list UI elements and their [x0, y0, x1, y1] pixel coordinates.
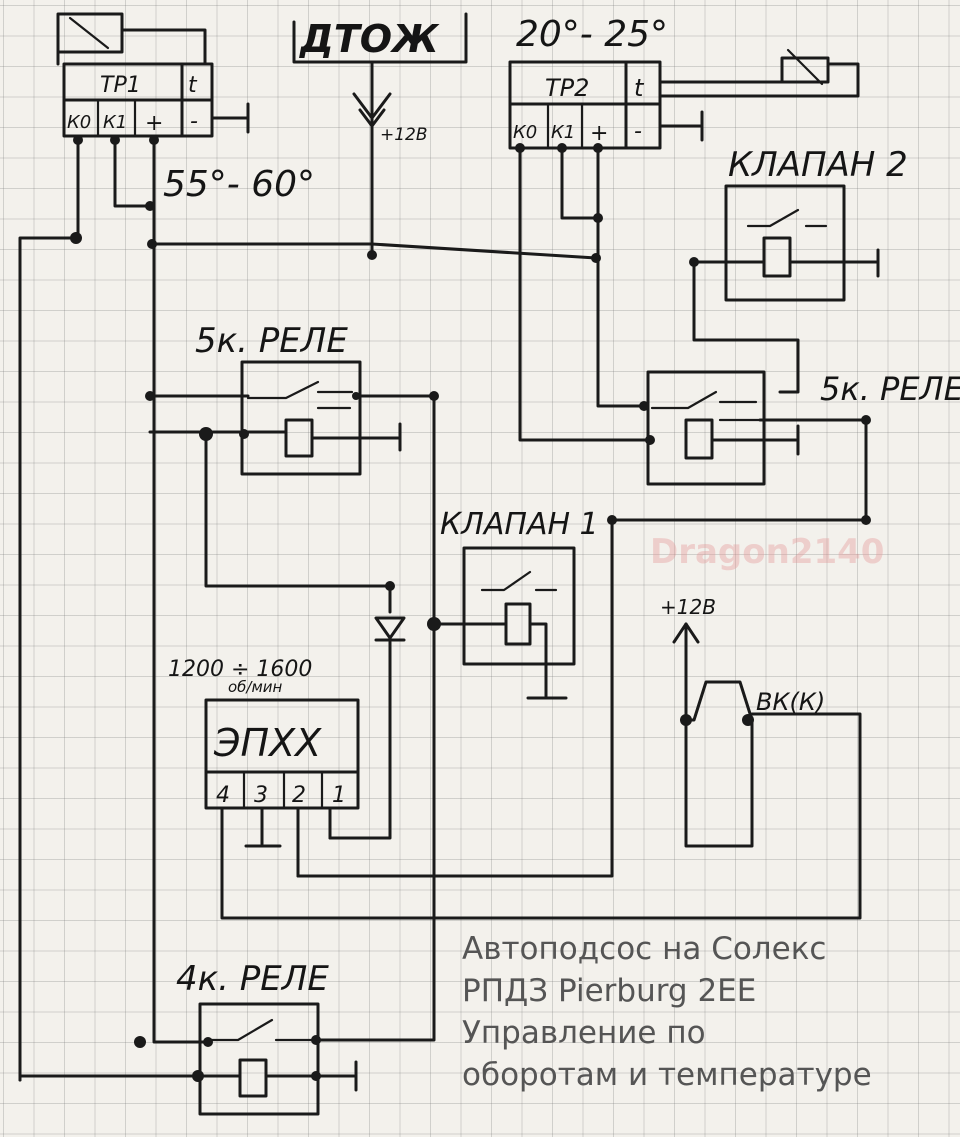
caption-line-4: оборотам и температуре	[462, 1057, 872, 1093]
vk-label: ВК(К)	[756, 688, 825, 716]
tr2-t-symbol: t	[634, 74, 645, 102]
tr1-ground	[210, 102, 250, 134]
wire-k0-left-bus	[18, 138, 80, 1082]
relay4-coil	[238, 1058, 268, 1098]
tr1-k1-label: К1	[103, 112, 127, 133]
dtozh-label: ДТОЖ	[299, 17, 440, 61]
thermo-relay-2: 20°- 25° ТР2 t К0 К1 + -	[508, 14, 860, 150]
ignition-switch-vk: +12В ВК(К)	[660, 595, 825, 848]
epxx-pin-4: 4	[216, 783, 230, 808]
valve2-label: КЛАПАН 2	[728, 145, 908, 185]
epxx-pin-1: 1	[332, 783, 346, 808]
tr1-minus-label: -	[190, 109, 198, 134]
valve-2: КЛАПАН 2	[692, 145, 908, 394]
tr2-k1-label: К1	[551, 122, 575, 143]
caption-line-1: Автоподсос на Солекс	[462, 931, 827, 967]
tr2-temperature-range: 20°- 25°	[516, 14, 668, 55]
epxx-body	[204, 698, 360, 810]
wire-epxx-pin4-to-vk	[220, 712, 862, 920]
tr1-sensor-wire	[120, 28, 207, 66]
plus12-top-label: +12В	[380, 125, 428, 145]
relay5-right-label: 5к. РЕЛЕ	[820, 370, 960, 408]
relay5-right-switch	[650, 390, 762, 422]
relay-5pin-left: 5к. РЕЛЕ	[148, 321, 436, 1002]
tr1-label: ТР1	[100, 73, 141, 98]
diagram-caption: Автоподсос на Солекс РПДЗ Pierburg 2ЕЕ У…	[462, 928, 952, 1096]
junction-dots	[70, 135, 871, 1082]
valve2-coil	[762, 236, 792, 278]
tr2-minus-label: -	[634, 119, 642, 144]
wire-tr2-k0	[518, 146, 654, 442]
relay5-left-switch	[246, 380, 354, 410]
relay5-right-coil	[684, 418, 714, 460]
wire-relay5-to-diode	[204, 432, 392, 588]
epxx-ground	[244, 806, 282, 848]
valve1-body	[462, 546, 576, 666]
epxx-pin-3: 3	[254, 783, 268, 808]
epxx-controller: 1200 ÷ 1600 об/мин ЭПХХ 4 3 2 1	[168, 657, 862, 920]
tr1-t-symbol: t	[188, 73, 198, 98]
tr1-k0-label: К0	[67, 112, 91, 133]
plus12-arrow-icon	[672, 622, 700, 644]
watermark: Dragon2140	[650, 532, 885, 572]
tr2-ground	[658, 110, 704, 142]
coolant-temp-sensor: ДТОЖ +12В	[292, 12, 468, 257]
caption-line-3: Управление по	[462, 1015, 706, 1051]
epxx-rpm-unit: об/мин	[228, 678, 283, 696]
valve1-coil	[504, 602, 532, 646]
tr2-sensor-wire	[658, 62, 860, 98]
epxx-pin-2: 2	[292, 783, 306, 808]
relay5-left-label: 5к. РЕЛЕ	[195, 321, 348, 361]
plus12-right-label: +12В	[660, 595, 716, 619]
tr2-plus-label: +	[590, 121, 608, 146]
relay-5pin-right: 5к. РЕЛЕ	[296, 370, 960, 878]
relay5-left-coil	[284, 418, 314, 458]
valve1-label: КЛАПАН 1	[440, 507, 599, 542]
thermo-relay-1: ТР1 t К0 К1 + -	[56, 12, 250, 138]
valve2-wires	[692, 248, 880, 278]
wire-tr2-k1-loop	[560, 146, 600, 220]
wire-tr2-plus	[596, 146, 650, 408]
dtozh-antenna-icon	[352, 92, 392, 128]
tr2-sensor-slash	[786, 48, 824, 86]
tr2-k0-label: К0	[513, 122, 537, 143]
tr2-label: ТР2	[545, 74, 589, 102]
tr2-sensor-resistor	[780, 56, 830, 84]
wire-relay5-right-out	[296, 418, 868, 878]
tr1-plus-label: +	[145, 111, 163, 136]
wire-plus-main-bus	[152, 138, 210, 1044]
caption-line-2: РПДЗ Pierburg 2ЕЕ	[462, 973, 757, 1009]
epxx-label: ЭПХХ	[213, 721, 322, 765]
relay4-switch	[206, 1018, 314, 1042]
wire-relay5-to-vertical	[356, 394, 436, 1002]
valve2-body	[724, 184, 846, 302]
wire-k1-loop	[113, 138, 152, 208]
valve2-to-relay-wire	[692, 260, 800, 394]
wire-relay4-out	[314, 998, 436, 1042]
dtozh-box	[292, 12, 468, 64]
epxx-rpm-range: 1200 ÷ 1600	[168, 657, 312, 682]
vk-body	[684, 680, 754, 848]
relay4-label: 4к. РЕЛЕ	[176, 959, 329, 999]
relay4-body	[198, 1002, 320, 1116]
tr1-sensor-slash	[68, 16, 110, 50]
relay-4pin: 4к. РЕЛЕ	[18, 959, 436, 1116]
valve2-switch	[746, 208, 828, 228]
wire-relay4-coil	[18, 1060, 358, 1092]
relay5-left-body	[240, 360, 362, 476]
valve1-switch	[480, 570, 558, 592]
tr1-temperature-range: 55°- 60°	[163, 164, 315, 205]
diode-icon	[374, 616, 406, 640]
valve-1: КЛАПАН 1	[432, 507, 599, 700]
valve1-wires	[432, 622, 568, 700]
relay5-right-body	[646, 370, 766, 486]
